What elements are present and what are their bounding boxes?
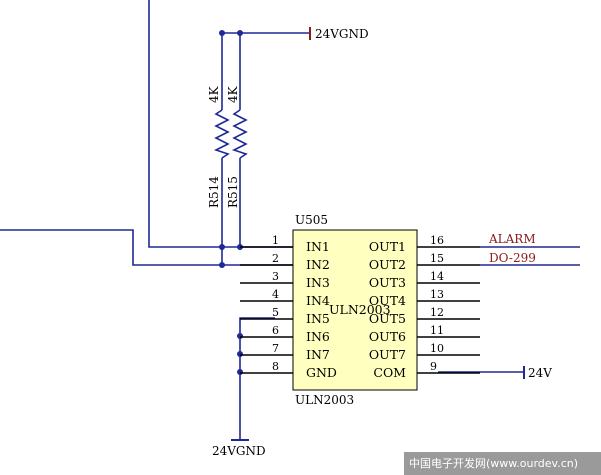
- ic-pin-name: OUT1: [369, 239, 406, 254]
- resistor-r515-designator: R515: [226, 176, 240, 208]
- ic-center-label: ULN2003: [329, 302, 391, 317]
- ic-pin-number: 12: [430, 306, 444, 319]
- junction-dot: [219, 30, 225, 36]
- ic-pin-name: OUT2: [369, 257, 406, 272]
- ic-pin-name: OUT5: [369, 311, 406, 326]
- ic-pin-name: COM: [373, 365, 406, 380]
- ic-pin-number: 3: [272, 270, 279, 283]
- net-label-gnd-top: 24VGND: [315, 27, 369, 41]
- ic-pin-number: 2: [272, 252, 279, 265]
- net-label-alarm: ALARM: [488, 232, 536, 246]
- ic-pin-name: IN3: [306, 275, 330, 290]
- resistor-r515-value: 4K: [226, 85, 240, 103]
- ic-pin-name: OUT4: [369, 293, 406, 308]
- junction-dot: [237, 369, 243, 375]
- wires: [0, 0, 580, 440]
- wire-in2: [0, 229, 293, 266]
- ic-pin-number: 9: [430, 360, 437, 373]
- ic-pin-number: 16: [430, 234, 444, 247]
- junction-dot: [237, 351, 243, 357]
- ic-left-pins: 1 IN1 2 IN2 3 IN3 4 IN4 5 IN5 6 IN6 7 IN7 8 GND: [240, 234, 337, 380]
- resistor-r515-body: [231, 109, 248, 159]
- watermark-bar: [404, 452, 601, 475]
- ic-designator: U505: [295, 213, 328, 227]
- junction-dot: [219, 262, 225, 268]
- ic-pin-name: IN6: [306, 329, 330, 344]
- ic-pin-name: OUT6: [369, 329, 406, 344]
- ic-part-label: ULN2003: [295, 393, 354, 407]
- wire-gnd-bus: [239, 317, 275, 440]
- net-label-24v: 24V: [528, 366, 552, 380]
- ic-pin-number: 15: [430, 252, 444, 265]
- junction-dot: [219, 244, 225, 250]
- resistor-r514-value: 4K: [207, 85, 221, 103]
- ic-pin-number: 11: [430, 324, 444, 337]
- ic-pin-number: 7: [272, 342, 279, 355]
- ic-right-pins: 16 OUT1 15 OUT2 14 OUT3 13 OUT4 12 OUT5 11 OUT6 10 OU…: [369, 234, 480, 380]
- resistor-r514-designator: R514: [207, 176, 221, 208]
- ic-pin-number: 6: [272, 324, 279, 337]
- ic-pin-name: GND: [306, 365, 337, 380]
- ic-pin-name: OUT3: [369, 275, 406, 290]
- net-label-gnd-bottom: 24VGND: [212, 444, 266, 458]
- ic-pin-number: 10: [430, 342, 444, 355]
- ic-pin-name: IN2: [306, 257, 330, 272]
- net-label-do299: DO-299: [489, 251, 536, 265]
- ic-pin-number: 8: [272, 360, 279, 373]
- ic-pin-name: IN7: [306, 347, 330, 362]
- ic-body: [292, 229, 418, 391]
- ic-pin-number: 13: [430, 288, 444, 301]
- ic-pin-name: IN4: [306, 293, 330, 308]
- junction-dot: [237, 333, 243, 339]
- ic-pin-number: 1: [272, 234, 279, 247]
- junction-dot: [237, 30, 243, 36]
- ic-pin-name: OUT7: [369, 347, 406, 362]
- junctions: [219, 30, 243, 375]
- ic-pin-number: 5: [272, 306, 279, 319]
- ic-pin-name: IN5: [306, 311, 330, 326]
- ic-pin-number: 4: [272, 288, 279, 301]
- ic-pin-number: 14: [430, 270, 444, 283]
- watermark-text: 中国电子开发网(www.ourdev.cn): [409, 456, 578, 470]
- resistor-r514-body: [213, 109, 230, 159]
- ic-pin-name: IN1: [306, 239, 330, 254]
